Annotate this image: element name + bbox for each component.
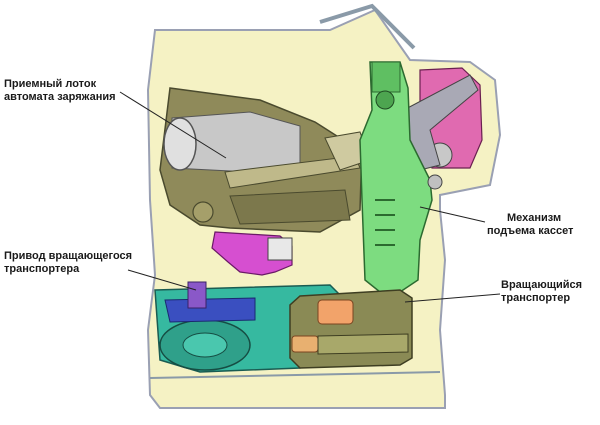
label-rotating-conveyor: Вращающийся транспортер [501, 279, 582, 305]
leader-conveyor-drive [127, 269, 197, 291]
label-loading-tray-line2: автомата заряжания [4, 91, 116, 103]
label-cassette-lift-line2: подъема кассет [487, 225, 574, 237]
floor-rail [149, 371, 441, 379]
top-rail [319, 3, 416, 50]
breech-lower [229, 189, 351, 225]
breech-ring [163, 117, 197, 171]
leader-loading-tray [119, 91, 227, 159]
rammer-arm [224, 155, 361, 189]
leader-rotating-conveyor [404, 293, 501, 303]
side-bracket [427, 174, 443, 190]
conveyor-ring-blue [164, 297, 256, 323]
motor-cap [267, 237, 293, 261]
label-loading-tray-line1: Приемный лоток [4, 78, 97, 90]
label-rotating-conveyor-line1: Вращающийся [501, 279, 583, 291]
cassette-lift-mechanism [359, 61, 433, 293]
leader-cassette-lift [419, 206, 486, 223]
charge-projectile [317, 299, 354, 325]
label-loading-tray: Приемный лоток автомата заряжания [4, 78, 116, 104]
charge-lower [291, 335, 319, 353]
lift-top-block [371, 61, 401, 93]
lift-roller [375, 90, 395, 110]
tray-pivot [192, 201, 214, 223]
conveyor-wheel-hub [182, 332, 228, 358]
label-conveyor-drive-line2: транспортера [4, 263, 80, 275]
label-cassette-lift-line1: Механизм [507, 212, 562, 224]
label-cassette-lift: Механизм подъема кассет [487, 212, 573, 238]
label-conveyor-drive-line1: Привод вращающегося [4, 250, 133, 262]
label-conveyor-drive: Привод вращающегося транспортера [4, 250, 132, 276]
drive-shaft [187, 281, 207, 309]
cassette-tube [317, 333, 409, 355]
lift-slots [375, 199, 395, 246]
label-rotating-conveyor-line2: транспортер [501, 292, 571, 304]
